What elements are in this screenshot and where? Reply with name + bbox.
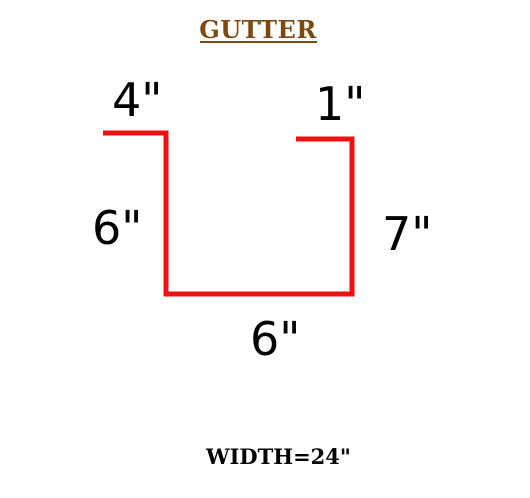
diagram-title: GUTTER bbox=[199, 15, 317, 44]
left-flange-dimension: 4" bbox=[112, 73, 162, 127]
bottom-dimension: 6" bbox=[250, 312, 300, 366]
right-flange-dimension: 1" bbox=[315, 77, 365, 131]
right-side-dimension: 7" bbox=[382, 207, 432, 261]
left-side-dimension: 6" bbox=[92, 201, 142, 255]
width-label: WIDTH=24" bbox=[205, 444, 351, 469]
gutter-profile-line bbox=[103, 130, 355, 297]
